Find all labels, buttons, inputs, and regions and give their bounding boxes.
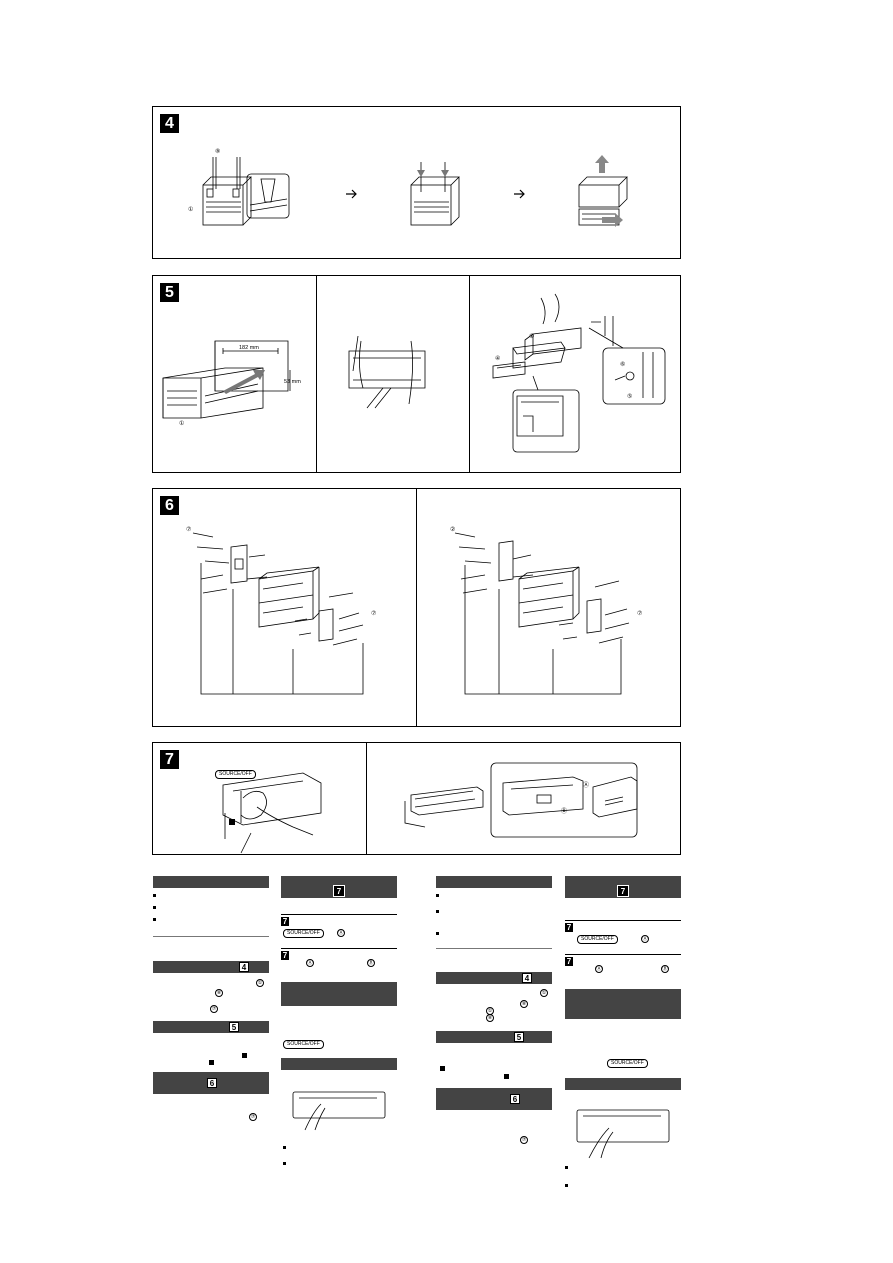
text-column-2: 7 7 SOURCE/OFF Ⓐ 7 Ⓐ Ⓑ SOURCE/OFF — [281, 876, 397, 1176]
callout-5-5: ⑤ — [627, 393, 632, 400]
section-5-divider-b — [469, 276, 470, 472]
callout-5-6: ⑥ — [620, 361, 625, 368]
col1-circ-7: ⑦ — [210, 1005, 218, 1013]
section-4-number: 4 — [160, 114, 179, 133]
col1-circ-7b: ⑦ — [249, 1113, 257, 1121]
callout-5-1: ① — [179, 420, 184, 427]
col3-heading-bar-4: 4 — [436, 972, 552, 984]
section-5-divider-a — [316, 276, 317, 472]
section-7-panel: 7 SOURCE/OFF Ⓐ Ⓑ — [152, 742, 681, 855]
col1-heading-bar-1 — [153, 876, 269, 888]
section-5-panel: 5 182 mm 53 mm ① — [152, 275, 681, 473]
col2-faceplate-sketch — [292, 1091, 386, 1131]
callout-5-1b: ① — [529, 333, 534, 340]
col4-step-7b: 7 — [565, 957, 573, 966]
text-column-3: 4 ① ⑧ ① ⑧ 5 6 ⑦ — [436, 876, 552, 1176]
col4-tag-7: 7 — [617, 885, 629, 897]
callout-6-2: ② — [450, 526, 455, 533]
callout-7-A: Ⓐ — [583, 781, 589, 789]
section-6-number: 6 — [160, 496, 179, 515]
col1-tag-6: 6 — [207, 1078, 217, 1088]
col3-heading-bar-5: 5 — [436, 1031, 552, 1043]
col2-circ-A2: Ⓐ — [306, 959, 314, 967]
col1-heading-bar-6: 6 — [153, 1072, 269, 1094]
col4-circ-B: Ⓑ — [661, 965, 669, 973]
section-5-number: 5 — [160, 283, 179, 302]
col4-heading-bar-7: 7 — [565, 876, 681, 898]
text-column-4: 7 7 SOURCE/OFF Ⓐ 7 Ⓐ Ⓑ SOURCE/OFF — [565, 876, 681, 1196]
col2-source-off-b: SOURCE/OFF — [283, 1040, 324, 1049]
col4-heading-bar-3 — [565, 1078, 681, 1090]
col4-circ-A2: Ⓐ — [595, 965, 603, 973]
callout-6-7b: ⑦ — [371, 610, 376, 617]
col2-heading-bar-3 — [281, 1058, 397, 1070]
text-column-1: 4 ① ⑧ ⑦ 5 6 ⑦ — [153, 876, 269, 1176]
col2-heading-bar-7: 7 — [281, 876, 397, 898]
col3-circ-1: ① — [540, 989, 548, 997]
col1-tag-4: 4 — [239, 962, 249, 972]
dim-53mm: 53 mm — [284, 379, 301, 385]
col2-source-off-a: SOURCE/OFF — [283, 929, 324, 938]
col2-tag-7: 7 — [333, 885, 345, 897]
col3-circ-8: ⑧ — [520, 1000, 528, 1008]
col4-faceplate-sketch — [576, 1109, 670, 1159]
col4-step-7a: 7 — [565, 923, 573, 932]
callout-6-7c: ⑦ — [637, 610, 642, 617]
section-5-illustration: 182 mm 53 mm ① ① ④ ⑥ ⑤ — [162, 293, 666, 453]
callout-1: ① — [188, 206, 193, 213]
section-4-panel: 4 ⑧ ① — [152, 106, 681, 259]
callout-8: ⑧ — [215, 148, 220, 155]
col3-tag-5: 5 — [514, 1032, 524, 1042]
source-off-button: SOURCE/OFF — [215, 770, 256, 779]
section-6-divider — [416, 489, 417, 726]
col4-source-off-a: SOURCE/OFF — [577, 935, 618, 944]
col2-circ-A: Ⓐ — [337, 929, 345, 937]
callout-6-7a: ⑦ — [186, 526, 191, 533]
col2-step-7b: 7 — [281, 951, 289, 960]
col4-source-off-b: SOURCE/OFF — [607, 1059, 648, 1068]
col3-heading-bar-6: 6 — [436, 1088, 552, 1110]
col2-circ-B: Ⓑ — [367, 959, 375, 967]
col1-tag-5: 5 — [229, 1022, 239, 1032]
col3-heading-bar-1 — [436, 876, 552, 888]
col3-tag-4: 4 — [522, 973, 532, 983]
col3-circ-7: ⑦ — [520, 1136, 528, 1144]
col1-heading-bar-5: 5 — [153, 1021, 269, 1033]
section-6-panel: 6 ⑦ ⑦ ② ⑦ — [152, 488, 681, 727]
section-4-illustration: ⑧ ① — [188, 148, 628, 227]
col1-circ-1: ① — [256, 979, 264, 987]
col1-heading-bar-4: 4 — [153, 961, 269, 973]
col4-heading-bar-2 — [565, 989, 681, 1019]
col3-tag-6: 6 — [510, 1094, 520, 1104]
col4-circ-A: Ⓐ — [641, 935, 649, 943]
col3-circ-8b: ⑧ — [486, 1014, 494, 1022]
col1-circ-8: ⑧ — [215, 989, 223, 997]
dim-182mm: 182 mm — [239, 345, 259, 351]
callout-7-B: Ⓑ — [561, 807, 567, 815]
section-6-illustration: ⑦ ⑦ ② ⑦ — [186, 526, 642, 695]
col2-step-7a: 7 — [281, 917, 289, 926]
callout-5-4: ④ — [495, 355, 500, 362]
section-7-illustration: Ⓐ Ⓑ — [222, 762, 638, 854]
col2-heading-bar-2 — [281, 982, 397, 1006]
section-7-number: 7 — [160, 750, 179, 769]
section-7-divider — [366, 743, 367, 854]
